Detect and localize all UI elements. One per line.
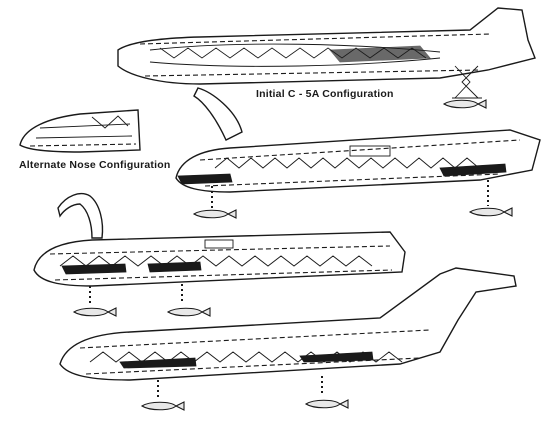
initial-config-label: Initial C - 5A Configuration [256,88,394,100]
payload-fish-1 [442,99,487,109]
payload-fish-4b [304,399,349,409]
payload-fish-4a [140,401,185,411]
initial-c5a-aircraft [117,7,536,109]
aircraft-opened-nose [175,87,541,219]
alternate-nose-drawing [19,109,141,153]
payload-fish-2b [468,207,513,217]
aircraft-visor-open [33,192,406,317]
aircraft-full-with-tail [59,267,517,411]
alternate-nose-label: Alternate Nose Configuration [19,159,171,171]
payload-fish-3a [72,307,117,317]
payload-fish-3b [166,307,211,317]
payload-fish-2a [192,209,237,219]
